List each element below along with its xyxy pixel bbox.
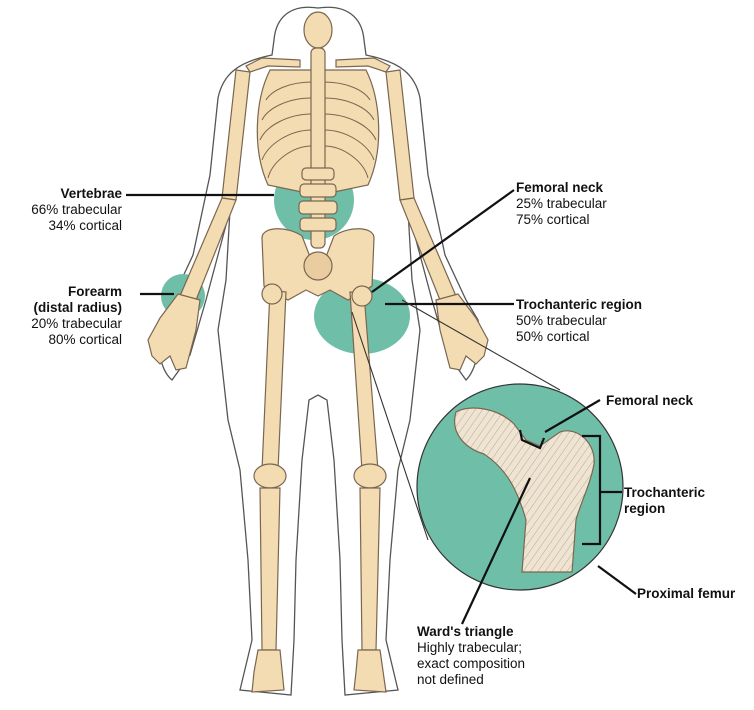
inset-femoral-neck-label: Femoral neck [606, 393, 693, 409]
hand-right [436, 294, 488, 370]
trochanteric-cortical: 50% cortical [516, 329, 642, 345]
femoral-neck-trabecular: 25% trabecular [516, 196, 607, 212]
forearm-trabecular: 20% trabecular [0, 316, 122, 332]
foot-right [354, 650, 386, 692]
femoral-neck-label: Femoral neck 25% trabecular 75% cortical [516, 180, 607, 228]
sacrum [304, 252, 332, 280]
vertebrae-cortical: 34% cortical [0, 218, 122, 234]
humerus-right [386, 70, 414, 200]
inset-trochanteric-label: Trochanteric region [624, 485, 705, 517]
femur-head-right [352, 286, 372, 306]
foot-left [252, 650, 284, 692]
forearm-cortical: 80% cortical [0, 332, 122, 348]
forearm-title: Forearm [0, 284, 122, 300]
wards-line2: exact composition [417, 656, 525, 672]
proximal-femur-title: Proximal femur [637, 586, 735, 602]
trochanteric-label: Trochanteric region 50% trabecular 50% c… [516, 297, 642, 345]
wards-line1: Highly trabecular; [417, 640, 525, 656]
vertebrae-title: Vertebrae [0, 186, 122, 202]
femur-head-left [262, 284, 282, 304]
femur-left [262, 290, 286, 470]
skull [304, 12, 332, 48]
proximal-femur-label: Proximal femur [637, 586, 735, 602]
tibia-right [360, 488, 380, 650]
hand-left [148, 294, 200, 370]
forearm-label: Forearm (distal radius) 20% trabecular 8… [0, 284, 122, 348]
knee-right [354, 464, 386, 488]
femoral-neck-title: Femoral neck [516, 180, 607, 196]
vertebrae-label: Vertebrae 66% trabecular 34% cortical [0, 186, 122, 234]
inset-femoral-neck-title: Femoral neck [606, 393, 693, 409]
tibia-left [260, 488, 280, 650]
skeleton [148, 12, 488, 692]
inset-trochanteric-line2: region [624, 501, 705, 517]
humerus-left [222, 70, 250, 200]
trochanteric-trabecular: 50% trabecular [516, 313, 642, 329]
forearm-subtitle: (distal radius) [0, 300, 122, 316]
inset-trochanteric-line1: Trochanteric [624, 485, 705, 501]
proximal-femur-leader [598, 566, 636, 594]
vertebrae-trabecular: 66% trabecular [0, 202, 122, 218]
wards-triangle-label: Ward's triangle Highly trabecular; exact… [417, 624, 525, 688]
wards-line3: not defined [417, 672, 525, 688]
trochanteric-title: Trochanteric region [516, 297, 642, 313]
wards-title: Ward's triangle [417, 624, 525, 640]
femoral-neck-cortical: 75% cortical [516, 212, 607, 228]
knee-left [254, 464, 286, 488]
